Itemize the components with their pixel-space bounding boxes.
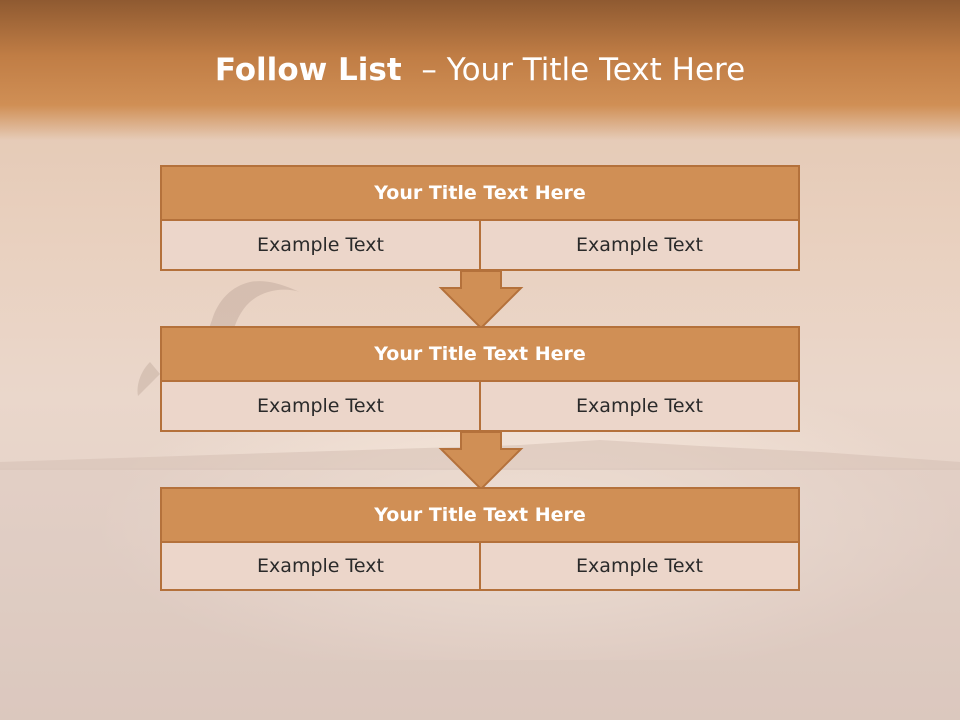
down-arrow-icon: [438, 270, 524, 330]
block-cell-right[interactable]: Example Text: [481, 221, 800, 271]
block-title[interactable]: Your Title Text Here: [160, 165, 800, 221]
block-row: Example Text Example Text: [160, 382, 800, 432]
block-row: Example Text Example Text: [160, 543, 800, 591]
title-bar: [0, 0, 960, 140]
slide-title-rest: – Your Title Text Here: [401, 52, 746, 88]
dolphin-silhouette: [202, 281, 300, 396]
list-block-2: Your Title Text Here Example Text Exampl…: [160, 326, 800, 432]
block-row: Example Text Example Text: [160, 221, 800, 271]
dolphin-tail: [137, 362, 160, 396]
block-cell-right[interactable]: Example Text: [481, 543, 800, 591]
block-title[interactable]: Your Title Text Here: [160, 487, 800, 543]
slide-title-bold: Follow List: [214, 52, 402, 88]
list-block-3: Your Title Text Here Example Text Exampl…: [160, 487, 800, 591]
list-block-1: Your Title Text Here Example Text Exampl…: [160, 165, 800, 271]
block-cell-right[interactable]: Example Text: [481, 382, 800, 432]
block-title[interactable]: Your Title Text Here: [160, 326, 800, 382]
down-arrow-icon: [438, 431, 524, 491]
block-cell-left[interactable]: Example Text: [160, 543, 481, 591]
slide-title: Follow List – Your Title Text Here: [0, 52, 960, 88]
block-cell-left[interactable]: Example Text: [160, 221, 481, 271]
block-cell-left[interactable]: Example Text: [160, 382, 481, 432]
